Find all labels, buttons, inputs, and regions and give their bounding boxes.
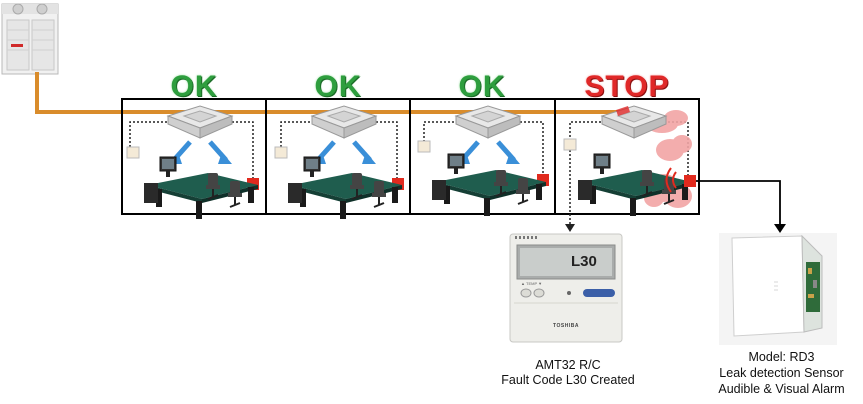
zone-4-box [563,105,786,233]
remote-controller: ▲ TEMP ▼ L30 TOSHIBA [509,233,623,343]
sensor-caption-line2: Leak detection Sensor [719,366,844,380]
remote-controller-icon: ▲ TEMP ▼ [509,233,623,343]
zone-1-wall-controller-icon [126,146,140,159]
remote-display-code: L30 [571,253,597,270]
zone-1-status: OK [170,70,218,103]
remote-caption-line2: Fault Code L30 Created [501,373,635,387]
remote-brand-logo: TOSHIBA [553,323,579,329]
zone-4-status: STOP [584,70,670,103]
zone-3-box [417,105,549,217]
zone-3-status: OK [458,70,506,103]
zone-2-status: OK [314,70,362,103]
leak-sensor-device-icon [719,233,837,345]
sensor-caption-line1: Model: RD3 [748,350,815,364]
remote-caption-line1: AMT32 R/C [535,358,601,372]
zone-3-wall-controller-icon [417,140,431,153]
svg-text:▲ TEMP ▼: ▲ TEMP ▼ [521,281,542,286]
zone-1-box [126,105,259,220]
zone-4-wall-controller-icon [563,138,577,151]
zone-2-wall-controller-icon [274,146,288,159]
zone-2-box [274,105,404,220]
refrigerant-pipe [35,72,640,114]
outdoor-unit-icon [1,3,59,75]
zone-4-sensor-icon [684,175,696,187]
sensor-caption-line3: Audible & Visual Alarm [718,382,845,396]
